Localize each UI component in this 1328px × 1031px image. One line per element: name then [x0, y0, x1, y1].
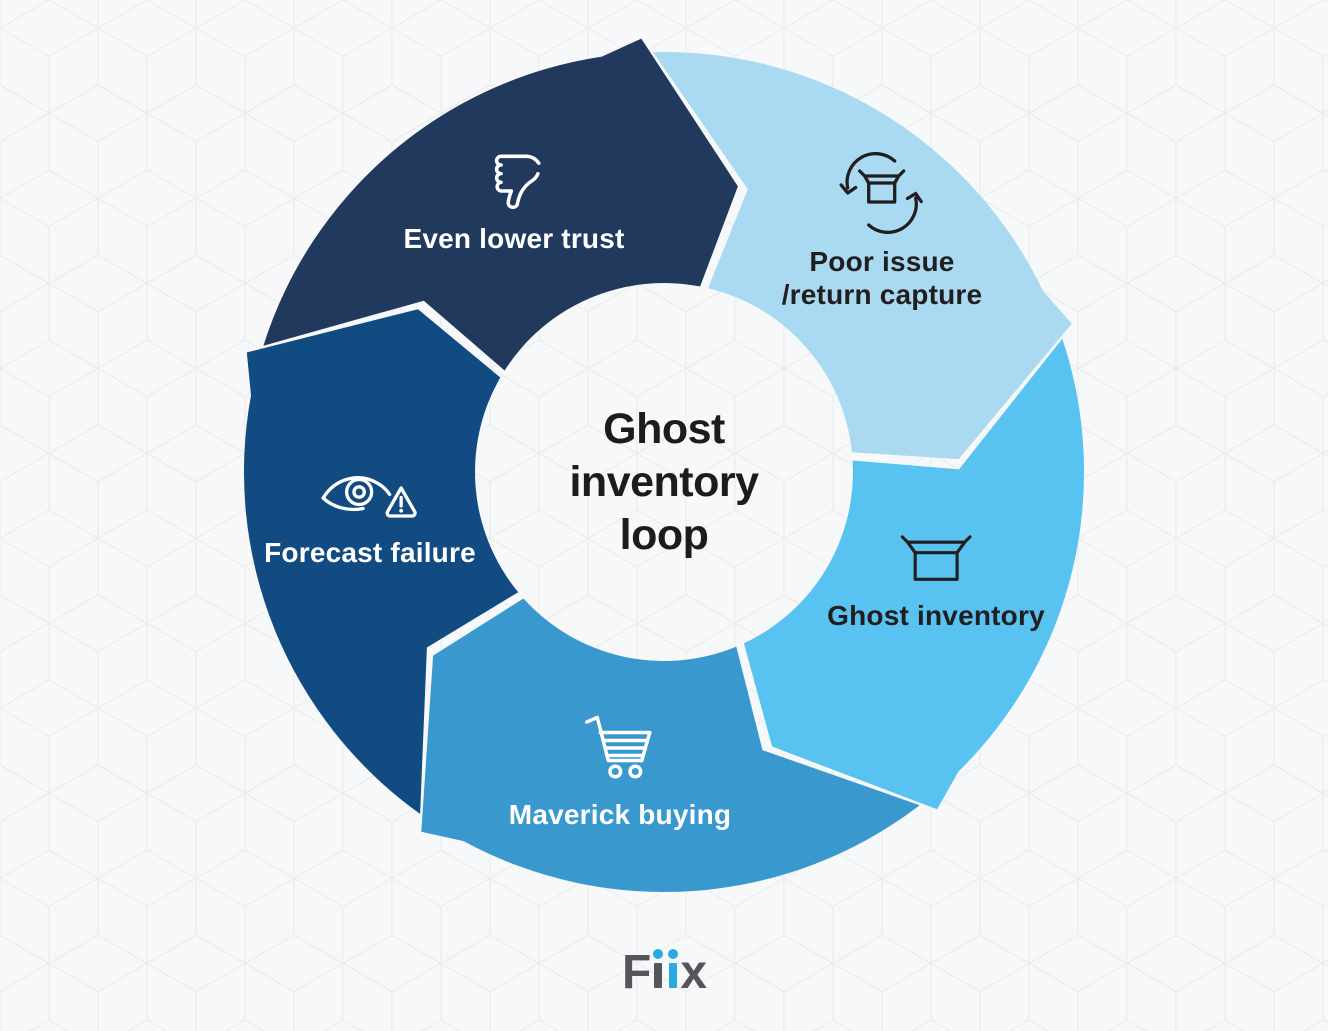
segment-even-lower-trust [263, 38, 738, 371]
segment-poor-issue-return-capture [653, 51, 1072, 460]
logo-i-dot [652, 949, 663, 959]
logo-i-stem [668, 963, 678, 988]
logo-i-dot [667, 949, 678, 959]
center-title: Ghost inventory loop [569, 403, 759, 562]
center-title-line-3: loop [619, 511, 709, 559]
segment-forecast-failure [243, 309, 519, 814]
logo-letter-f: F [621, 946, 651, 999]
logo-letter-i2 [667, 949, 678, 988]
segment-maverick-buying [421, 598, 920, 892]
center-title-line-1: Ghost [603, 405, 725, 453]
center-title-line-2: inventory [569, 458, 759, 506]
fiix-logo: F x [621, 946, 707, 999]
logo-letter-i1 [652, 949, 663, 988]
logo-letter-x: x [680, 946, 707, 999]
logo-i-stem [653, 963, 663, 988]
